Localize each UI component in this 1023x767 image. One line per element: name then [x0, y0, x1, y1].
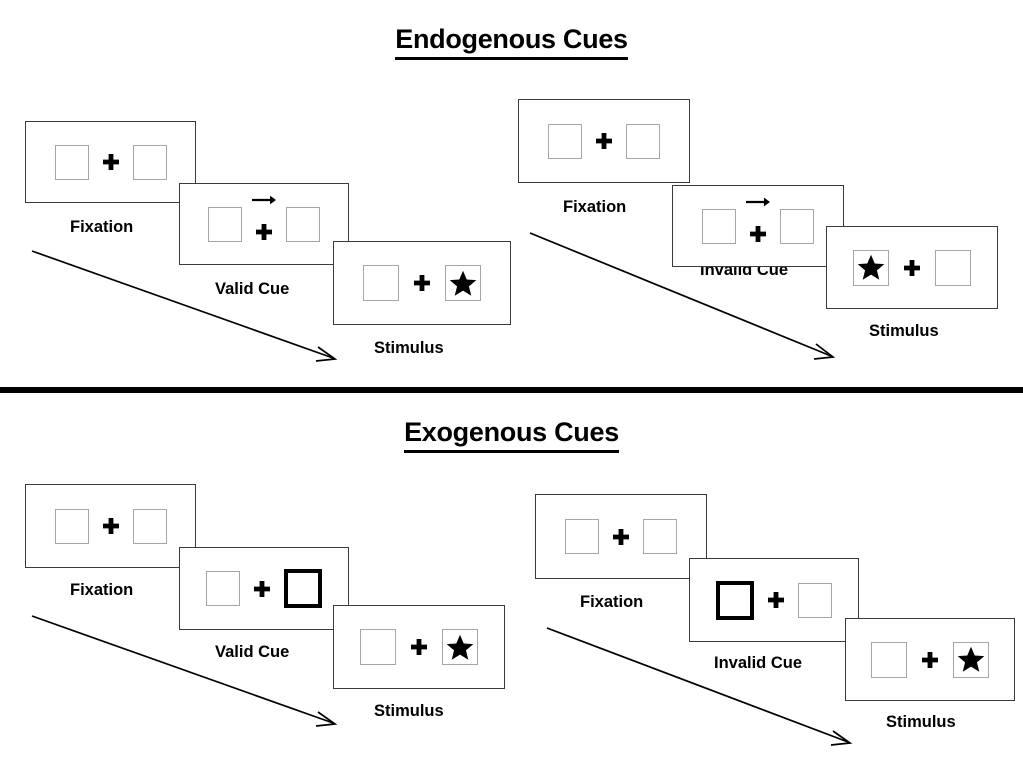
panel-contents	[208, 195, 320, 242]
arrow-right-cue-icon	[251, 192, 277, 210]
fixation-cross-icon	[611, 527, 631, 547]
fixation-cross-icon	[920, 650, 940, 670]
right-placeholder-box	[626, 123, 660, 159]
fixation-cross-icon	[101, 152, 121, 172]
right-placeholder-box-with-target	[953, 641, 989, 678]
panel-exo-valid-cue	[179, 547, 349, 630]
panel-contents	[716, 580, 832, 620]
panel-endo-invalid-fixation	[518, 99, 690, 183]
star-target-icon	[449, 270, 477, 297]
right-placeholder-box-highlighted-cue	[284, 569, 322, 608]
right-placeholder-box	[798, 582, 832, 618]
flow-arrow-exogenous-invalid	[545, 625, 857, 750]
panel-endo-invalid-cue	[672, 185, 844, 267]
panel-endo-valid-fixation	[25, 121, 196, 203]
stage-label-exo-invalid-fixation: Fixation	[580, 593, 644, 611]
panel-endo-valid-cue	[179, 183, 349, 265]
left-placeholder-box	[363, 265, 399, 301]
flow-arrow-endogenous-valid	[30, 248, 342, 366]
fixation-cross-icon	[252, 579, 272, 599]
panel-contents	[54, 144, 167, 180]
star-target-icon	[957, 646, 985, 673]
panel-contents	[702, 197, 814, 244]
panel-contents	[871, 641, 989, 678]
right-placeholder-box	[780, 208, 814, 244]
panel-contents	[363, 265, 481, 301]
panel-contents	[548, 123, 660, 159]
panel-exo-invalid-stimulus	[845, 618, 1015, 701]
cue-stack	[252, 195, 276, 242]
panel-contents	[853, 249, 971, 286]
right-placeholder-box	[935, 249, 971, 286]
panel-contents	[360, 629, 478, 665]
left-placeholder-box	[565, 519, 599, 554]
stage-label-endo-valid-stimulus: Stimulus	[374, 339, 444, 357]
panel-contents	[54, 508, 167, 544]
cue-stack	[746, 197, 770, 244]
stage-label-exo-invalid-stimulus: Stimulus	[886, 713, 956, 731]
stage-label-exo-valid-cue: Valid Cue	[215, 643, 290, 661]
panel-exo-invalid-fixation	[535, 494, 707, 579]
arrow-right-cue-icon	[745, 194, 771, 212]
star-target-icon	[857, 254, 885, 281]
endogenous-title-text: Endogenous Cues	[395, 24, 628, 60]
fixation-cross-icon	[412, 273, 432, 293]
left-placeholder-box	[54, 508, 89, 544]
right-placeholder-box-with-target	[442, 629, 478, 665]
panel-endo-valid-stimulus	[333, 241, 511, 325]
panel-exo-invalid-cue	[689, 558, 859, 642]
left-placeholder-box-with-target	[853, 249, 889, 286]
stage-label-exo-valid-fixation: Fixation	[70, 581, 134, 599]
exogenous-section-title: Exogenous Cues	[0, 417, 1023, 453]
left-placeholder-box	[360, 629, 396, 665]
stage-label-endo-valid-cue: Valid Cue	[215, 280, 290, 298]
right-placeholder-box	[643, 519, 677, 554]
fixation-cross-icon	[748, 224, 768, 244]
panel-endo-invalid-stimulus	[826, 226, 998, 309]
left-placeholder-box	[548, 123, 582, 159]
fixation-cross-icon	[101, 516, 121, 536]
panel-contents	[206, 569, 322, 608]
panel-contents	[565, 519, 677, 554]
fixation-cross-icon	[409, 637, 429, 657]
exogenous-title-text: Exogenous Cues	[404, 417, 619, 453]
right-placeholder-box	[132, 508, 167, 544]
flow-arrow-endogenous-invalid	[528, 230, 840, 365]
fixation-cross-icon	[902, 258, 922, 278]
stage-label-endo-valid-fixation: Fixation	[70, 218, 134, 236]
left-placeholder-box	[208, 206, 242, 242]
panel-exo-valid-fixation	[25, 484, 196, 568]
right-placeholder-box-with-target	[445, 265, 481, 301]
right-placeholder-box	[132, 144, 167, 180]
stage-label-endo-invalid-stimulus: Stimulus	[869, 322, 939, 340]
right-placeholder-box	[286, 206, 320, 242]
flow-arrow-exogenous-valid	[30, 613, 342, 731]
panel-exo-valid-stimulus	[333, 605, 505, 689]
star-target-icon	[446, 634, 474, 661]
section-divider	[0, 387, 1023, 393]
left-placeholder-box	[206, 571, 240, 606]
fixation-cross-icon	[766, 590, 786, 610]
left-placeholder-box	[54, 144, 89, 180]
fixation-cross-icon	[254, 222, 274, 242]
left-placeholder-box	[871, 641, 907, 678]
endogenous-section-title: Endogenous Cues	[0, 24, 1023, 60]
stage-label-endo-invalid-fixation: Fixation	[563, 198, 627, 216]
left-placeholder-box	[702, 208, 736, 244]
stage-label-exo-valid-stimulus: Stimulus	[374, 702, 444, 720]
stage-label-exo-invalid-cue: Invalid Cue	[714, 654, 803, 672]
left-placeholder-box-highlighted-cue	[716, 580, 754, 620]
fixation-cross-icon	[594, 131, 614, 151]
